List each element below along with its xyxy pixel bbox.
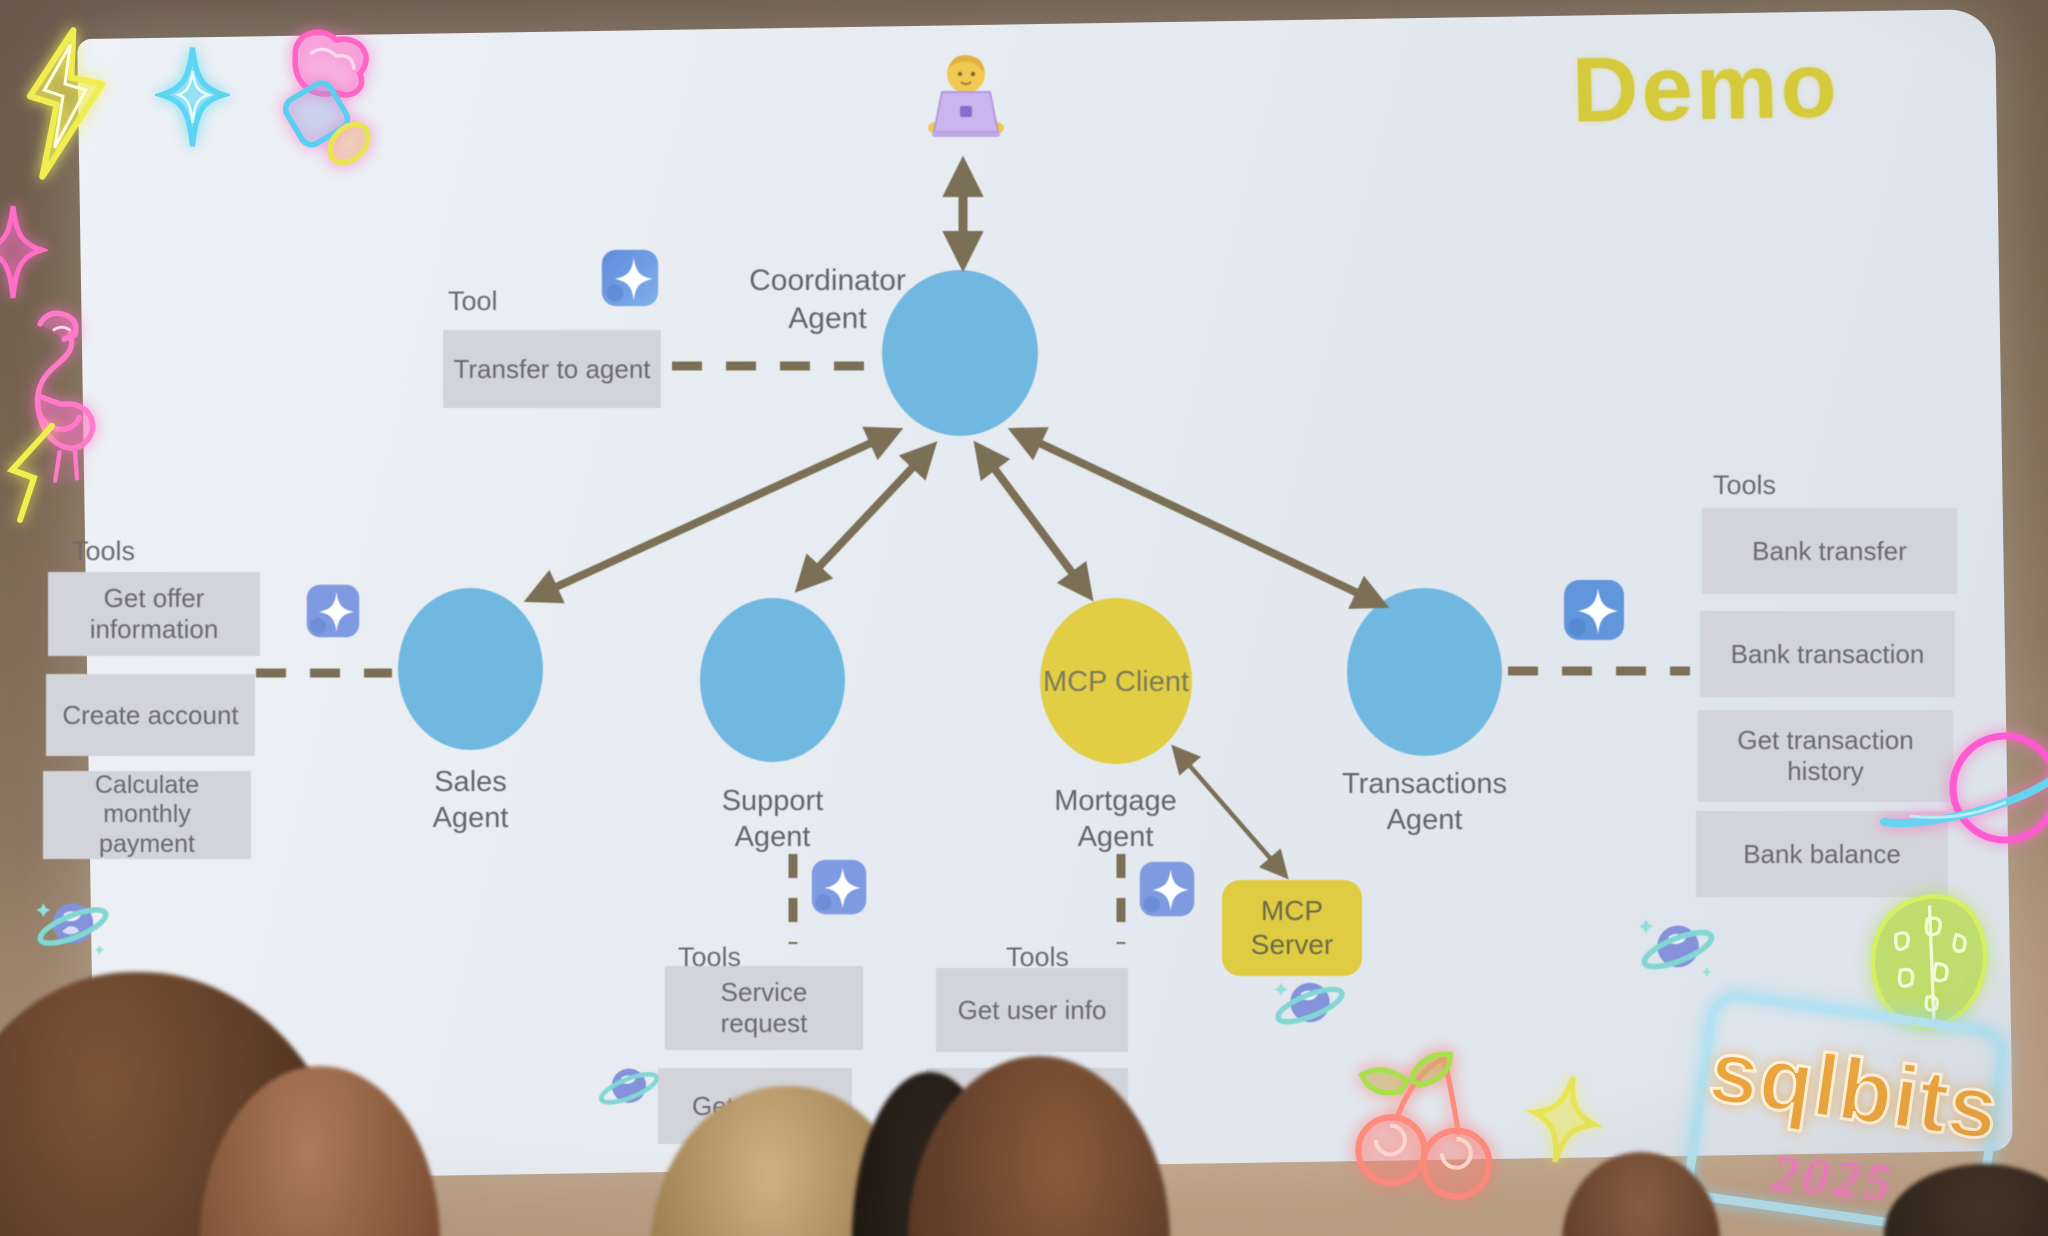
user-laptop-emoji bbox=[918, 48, 1014, 142]
sparkle-tool-icon bbox=[305, 583, 361, 639]
ringed-planet-icon bbox=[1272, 966, 1348, 1042]
mortgage-tool-box: Get user info bbox=[936, 968, 1128, 1052]
transactions-tools-header: Tools bbox=[1713, 470, 1777, 500]
sales-tool-box: Calculate monthly payment bbox=[43, 771, 251, 859]
transactions-agent-node bbox=[1347, 588, 1502, 756]
coordinator-tool-header: Tool bbox=[448, 286, 498, 316]
sparkle-tool-icon bbox=[810, 858, 868, 916]
support-agent-label: Support Agent bbox=[721, 785, 824, 854]
sales-tool-box: Get offer information bbox=[48, 572, 260, 656]
ringed-planet-icon bbox=[596, 1054, 662, 1120]
transactions-agent-label: Transactions Agent bbox=[1342, 768, 1507, 837]
sales-tools-header: Tools bbox=[72, 536, 136, 566]
coordinator-tool-box: Transfer to agent bbox=[443, 330, 661, 408]
mortgage-agent-node bbox=[1040, 598, 1192, 764]
badge-year: 2025 bbox=[1769, 1144, 1899, 1212]
sales-agent-node bbox=[398, 588, 543, 750]
transactions-tool-box: Bank transfer bbox=[1702, 508, 1957, 594]
transactions-tool-box: Bank transaction bbox=[1700, 611, 1955, 697]
support-agent-node bbox=[700, 598, 845, 762]
mortgage-tools-header: Tools bbox=[1006, 942, 1070, 972]
mcp-server-node: MCP Server bbox=[1222, 880, 1362, 976]
sparkle-tool-icon bbox=[600, 248, 660, 308]
ringed-planet-icon bbox=[1638, 908, 1718, 988]
sales-agent-label: Sales Agent bbox=[432, 766, 509, 835]
ringed-planet-icon bbox=[34, 886, 112, 964]
sparkle-tool-icon bbox=[1562, 578, 1626, 642]
mortgage-agent-label: Mortgage Agent bbox=[1054, 785, 1177, 854]
support-tool-box: Service request bbox=[665, 966, 863, 1050]
sales-tool-box: Create account bbox=[46, 674, 255, 756]
coordinator-agent-node bbox=[882, 270, 1038, 436]
coordinator-agent-label: Coordinator Agent bbox=[749, 264, 906, 335]
mcp-client-label: MCP Client bbox=[1042, 665, 1190, 698]
